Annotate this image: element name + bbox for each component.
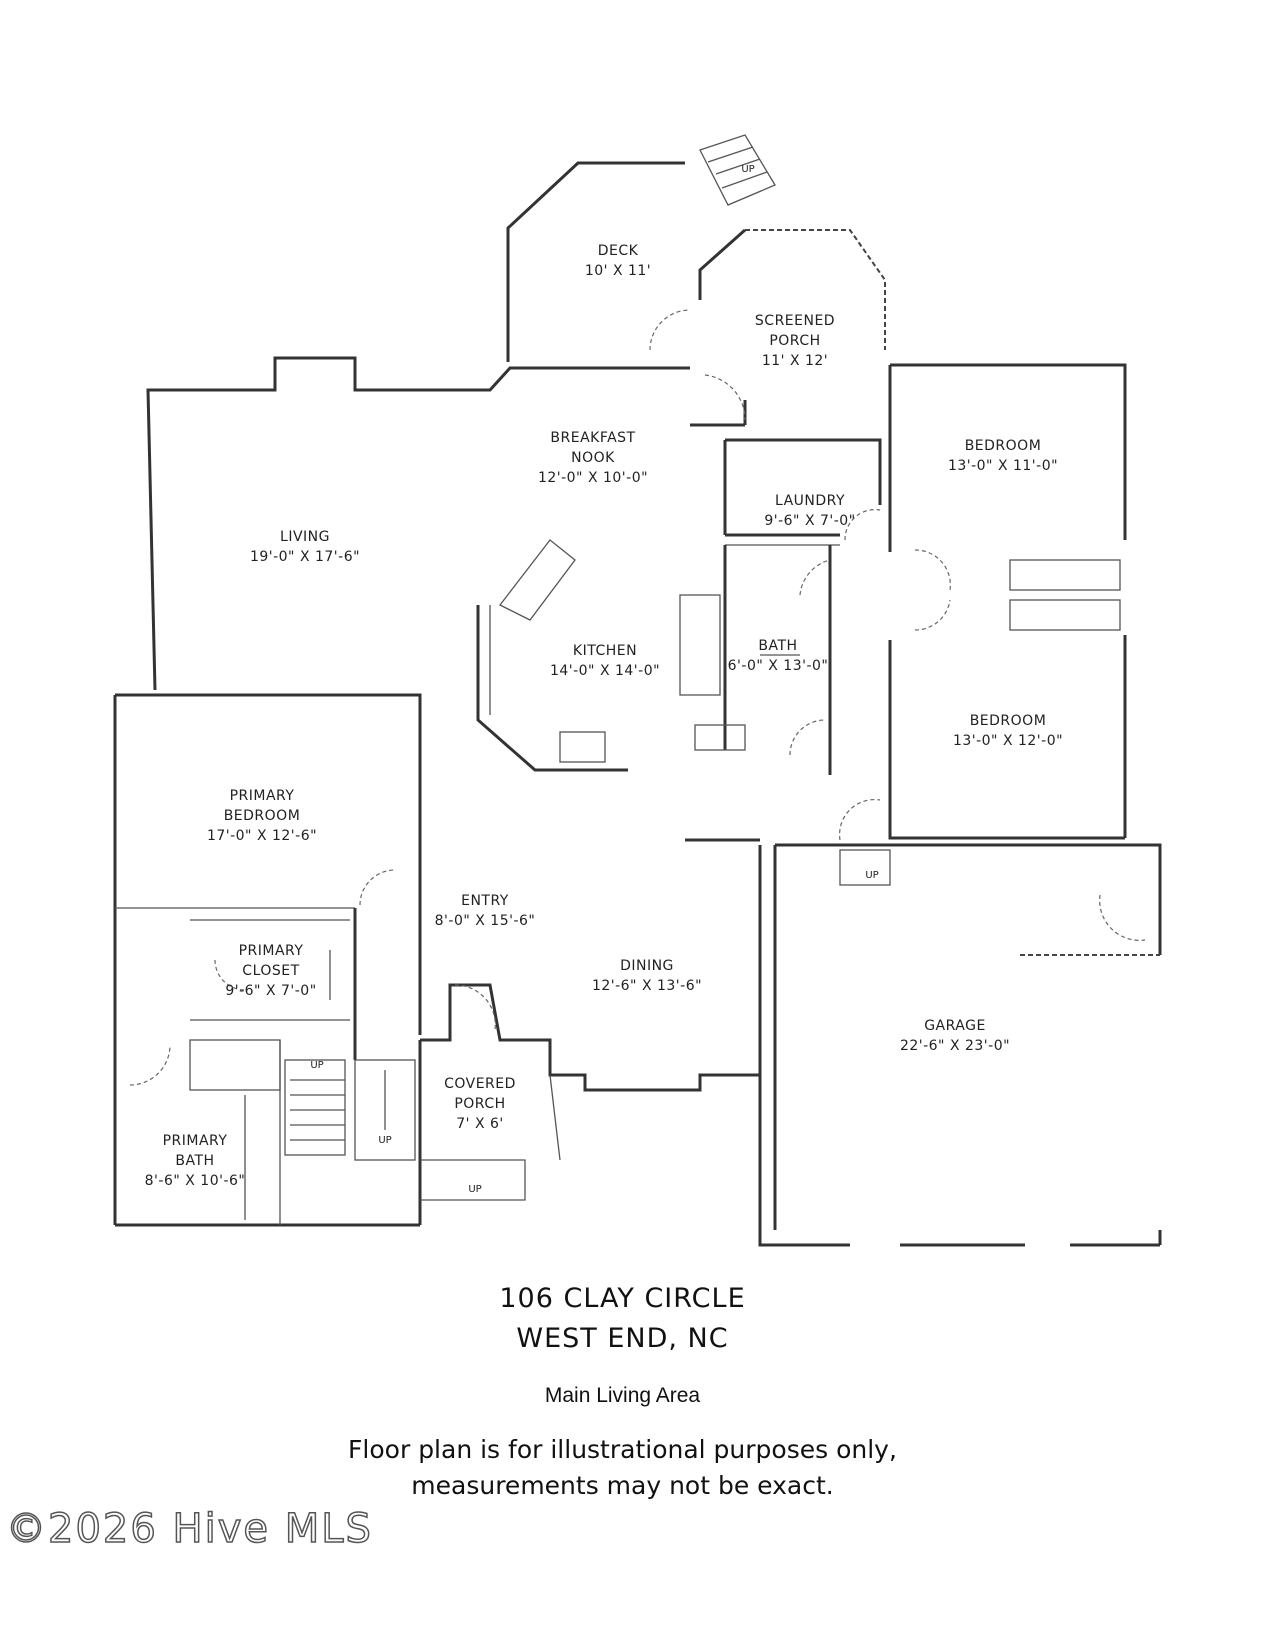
breakfast-nook-name: BREAKFAST [550,430,635,446]
dining-name: DINING [620,958,674,974]
primary-closet-name2: CLOSET [242,963,299,979]
primary-closet-dims: 9'-6" X 7'-0" [225,983,316,999]
stair-labels: UP UP UP UP UP [310,164,878,1195]
watermark: ©2026 Hive MLS [5,1505,373,1553]
covered-porch-name2: PORCH [454,1096,505,1112]
living-dims: 19'-0" X 17'-6" [250,549,360,565]
garage-dims: 22'-6" X 23'-0" [900,1038,1010,1054]
bedroom-upper-dims: 13'-0" X 11'-0" [948,458,1058,474]
garage-step-up-label: UP [865,870,878,881]
breakfast-nook-dims: 12'-0" X 10'-0" [538,470,648,486]
living-name: LIVING [280,529,330,545]
primary-bedroom-name: PRIMARY [230,788,295,804]
covered-porch-name: COVERED [444,1076,516,1092]
garage-name: GARAGE [924,1018,986,1034]
disclaimer-line-1: Floor plan is for illustrational purpose… [348,1435,897,1464]
dining-dims: 12'-6" X 13'-6" [592,978,702,994]
primary-bath-name: PRIMARY [163,1133,228,1149]
subtitle: Main Living Area [544,1384,701,1407]
porch-step-up-label: UP [468,1184,481,1195]
deck-name: DECK [598,243,639,259]
deck-stairs-up-label: UP [741,164,754,175]
entry-dims: 8'-0" X 15'-6" [435,913,536,929]
screened-porch-name: SCREENED [755,313,835,329]
deck-dims: 10' X 11' [585,263,651,279]
address-line-1: 106 CLAY CIRCLE [499,1283,746,1314]
bath-dims: 6'-0" X 13'-0" [728,658,829,674]
address-line-2: WEST END, NC [516,1323,729,1354]
bedroom-upper-name: BEDROOM [965,438,1042,454]
primary-bedroom-dims: 17'-0" X 12'-6" [207,828,317,844]
kitchen-dims: 14'-0" X 14'-0" [550,663,660,679]
screened-porch-dims: 11' X 12' [762,353,828,369]
disclaimer-line-2: measurements may not be exact. [411,1471,834,1500]
walls [113,134,1162,1247]
primary-closet-name: PRIMARY [239,943,304,959]
entry-name: ENTRY [461,893,509,909]
stair-up-left-label: UP [310,1060,323,1071]
primary-bath-name2: BATH [175,1153,214,1169]
primary-bath-dims: 8'-6" X 10'-6" [145,1173,246,1189]
primary-bedroom-name2: BEDROOM [224,808,301,824]
bedroom-lower-dims: 13'-0" X 12'-0" [953,733,1063,749]
bath-name: BATH [758,638,797,654]
door-swings [129,309,1146,1086]
laundry-name: LAUNDRY [775,493,845,509]
bedroom-lower-name: BEDROOM [970,713,1047,729]
covered-porch-dims: 7' X 6' [456,1116,504,1132]
kitchen-name: KITCHEN [573,643,637,659]
laundry-dims: 9'-6" X 7'-0" [764,513,855,529]
screened-porch-name2: PORCH [769,333,820,349]
breakfast-nook-name2: NOOK [571,450,615,466]
stair-up-right-label: UP [378,1135,391,1146]
room-labels: DECK 10' X 11' SCREENED PORCH 11' X 12' … [145,243,1063,1189]
